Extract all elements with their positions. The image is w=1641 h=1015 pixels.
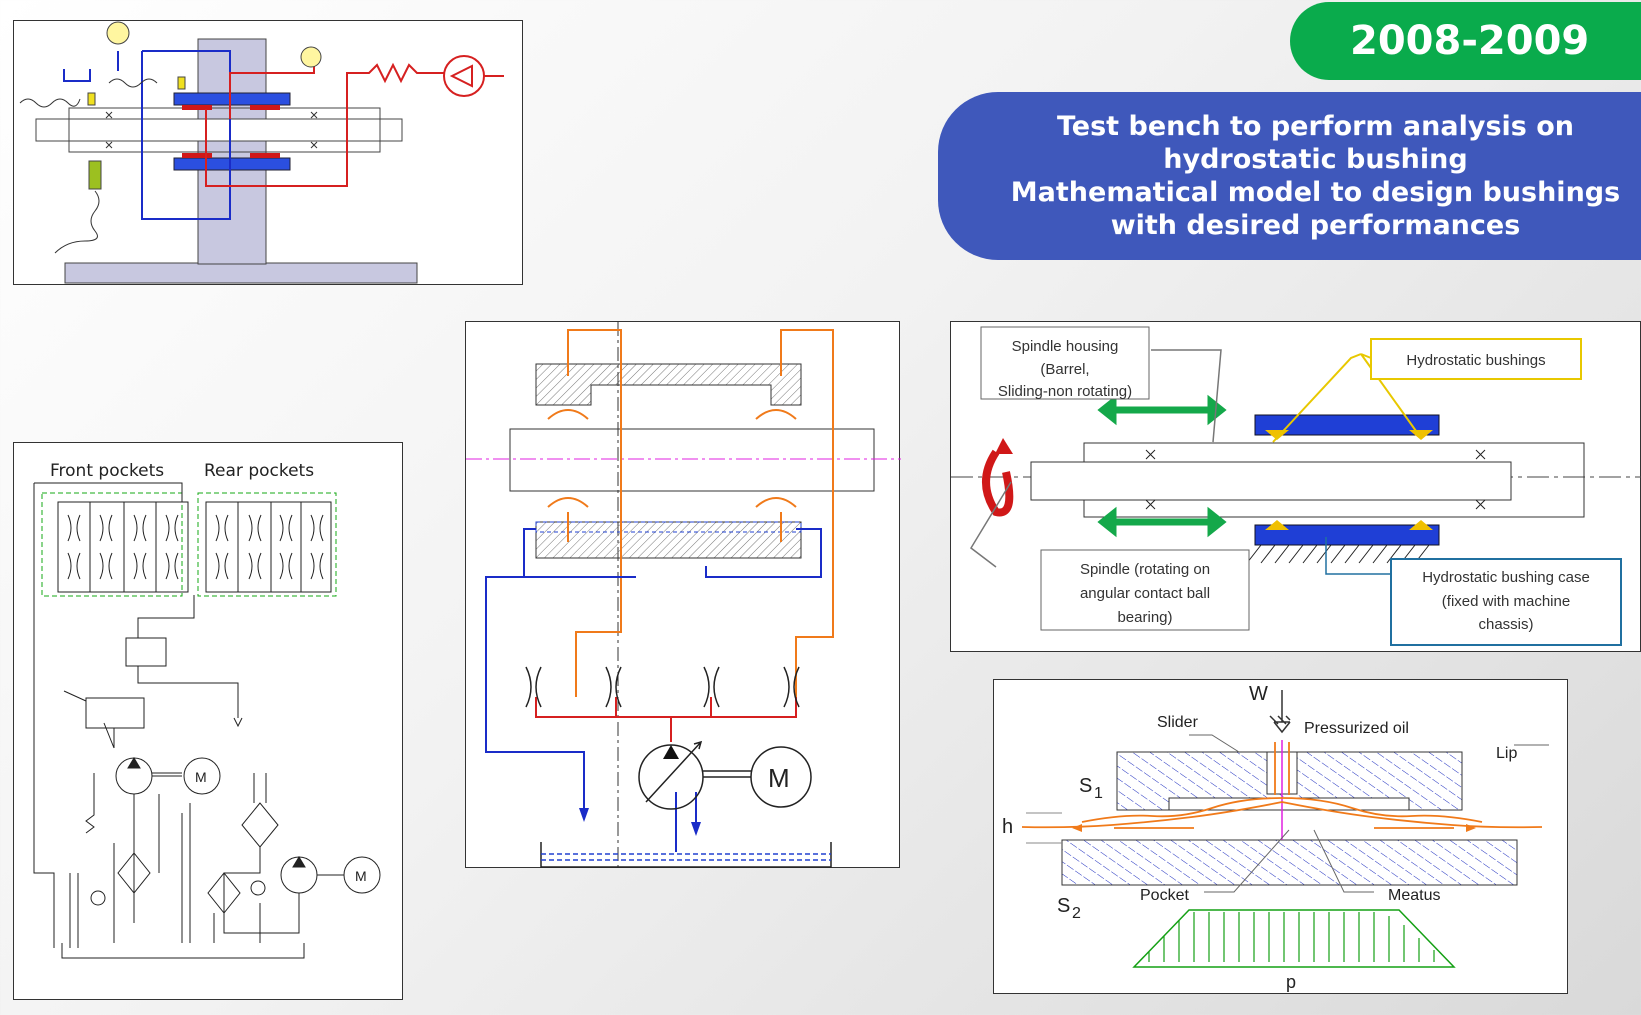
hydraulic-scheme-svg: Front pockets Rear pockets [33,461,381,959]
case-label-3: chassis) [1478,616,1533,633]
hydraulic-scheme: Front pockets Rear pockets [13,442,403,1000]
title-line-2: hydrostatic bushing [1163,144,1468,175]
test-bench-svg [19,21,504,284]
pressure-label: p [1286,972,1296,992]
s1-label: S [1079,775,1092,797]
hydrostatic-pad-diagram: W Pressurized oil Slider Lip S 1 S 2 h P… [993,679,1568,994]
s2-label: S [1057,895,1070,917]
housing-label-3: Sliding-non rotating) [998,383,1132,400]
case-label-2: (fixed with machine [1442,593,1570,610]
meatus-label: Meatus [1388,887,1440,904]
spindle-label-2: angular contact ball [1080,585,1210,602]
title-line-3: Mathematical model to design bushings [1010,177,1621,208]
rear-pockets-label: Rear pockets [204,461,314,481]
hydrostatic-pad-svg: W Pressurized oil Slider Lip S 1 S 2 h P… [1002,683,1549,992]
front-pockets-label: Front pockets [50,461,164,481]
case-label-1: Hydrostatic bushing case [1422,569,1590,586]
pocket-label: Pocket [1140,887,1189,904]
spindle-label-1: Spindle (rotating on [1080,561,1210,578]
circuit-motor-label: M [768,763,790,793]
year-badge: 2008-2009 [1290,2,1641,80]
spindle-bushing-svg: Spindle housing (Barrel, Sliding-non rot… [951,326,1641,646]
title-line-4: with desired performances [1110,210,1521,241]
spindle-label-3: bearing) [1117,609,1172,626]
motor-label-2: M [355,868,367,884]
lip-label: Lip [1496,745,1517,762]
spindle-bushing-diagram: Spindle housing (Barrel, Sliding-non rot… [950,321,1641,652]
s2-subscript: 2 [1072,905,1081,922]
housing-label-1: Spindle housing [1012,338,1119,355]
s1-subscript: 1 [1094,785,1103,802]
hydraulic-circuit-svg: M [466,322,901,869]
test-bench-schematic [13,20,523,285]
title-line-1: Test bench to perform analysis on [1056,111,1575,142]
hydraulic-circuit: M [465,321,901,869]
oil-label: Pressurized oil [1304,720,1409,737]
bushings-label: Hydrostatic bushings [1406,352,1545,369]
motor-label-1: M [195,769,207,785]
h-label: h [1002,816,1013,838]
slider-label: Slider [1157,714,1199,731]
title-box: Test bench to perform analysis on hydros… [938,92,1641,260]
load-label: W [1249,683,1268,705]
housing-label-2: (Barrel, [1040,361,1089,378]
